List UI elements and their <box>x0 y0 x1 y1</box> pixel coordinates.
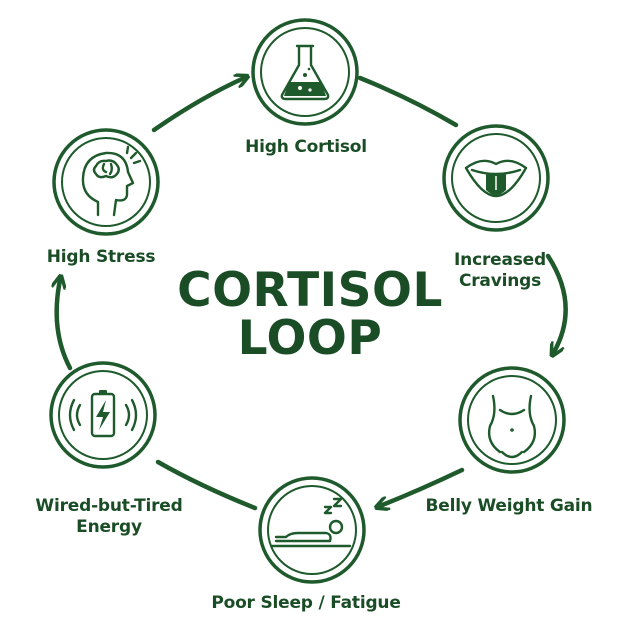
node-high-cortisol <box>251 18 359 126</box>
label-high-cortisol: High Cortisol <box>245 137 367 158</box>
label-belly-weight-gain: Belly Weight Gain <box>426 496 593 517</box>
label-poor-sleep: Poor Sleep / Fatigue <box>211 593 401 614</box>
label-increased-cravings: Increased Cravings <box>454 250 546 292</box>
label-line: Wired-but-Tired <box>35 496 183 516</box>
arrow-stress-to-cortisol <box>151 78 244 133</box>
label-line: High Stress <box>46 247 156 267</box>
node-wired-but-tired <box>49 361 157 469</box>
diagram-title-line1: CORTISOL <box>177 263 443 318</box>
label-line: Energy <box>76 517 142 537</box>
node-high-stress <box>52 128 160 236</box>
node-poor-sleep <box>258 476 366 584</box>
arrow-wired-to-stress <box>57 280 73 371</box>
label-wired-but-tired: Wired-but-Tired Energy <box>35 496 182 538</box>
brain-head-icon <box>81 145 142 217</box>
label-line: Increased <box>454 250 546 270</box>
mouth-icon <box>464 159 528 198</box>
arrow-cravings-to-belly <box>545 253 568 352</box>
label-line: Belly Weight Gain <box>425 496 593 516</box>
sleeping-person-icon <box>270 497 352 548</box>
node-belly-weight-gain <box>458 366 566 474</box>
arc-cortisol-to-cravings <box>357 75 459 128</box>
arc-sleep-to-wired <box>155 459 258 511</box>
label-line: High Cortisol <box>245 137 367 157</box>
node-increased-cravings <box>442 124 550 232</box>
diagram-title-line2: LOOP <box>237 311 383 366</box>
charging-battery-icon <box>68 390 138 438</box>
flask-icon <box>280 44 330 101</box>
arrow-belly-to-sleep <box>380 467 465 506</box>
torso-icon <box>487 394 537 459</box>
label-line: Cravings <box>458 271 542 291</box>
label-line: Poor Sleep / Fatigue <box>211 593 401 613</box>
label-high-stress: High Stress <box>47 247 156 268</box>
